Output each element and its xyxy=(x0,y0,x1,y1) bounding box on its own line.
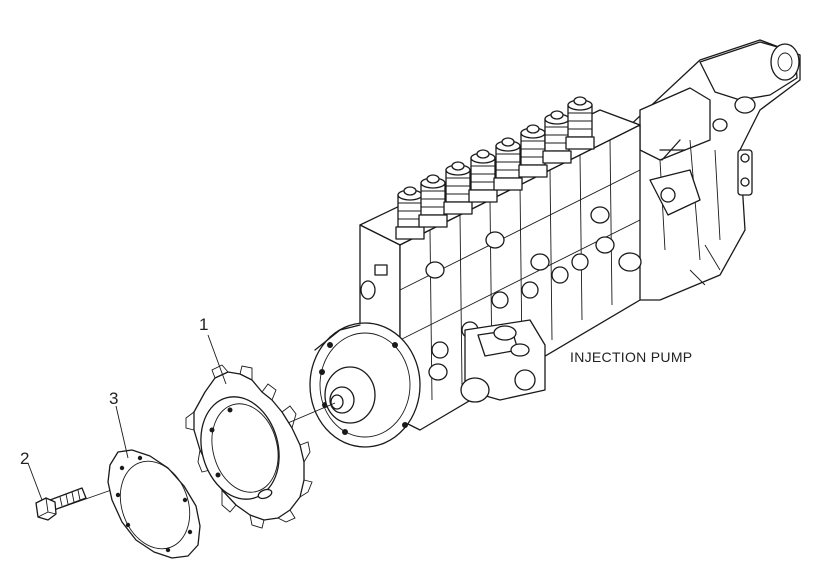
governor-housing xyxy=(624,39,801,301)
mounting-flange xyxy=(309,322,421,448)
delivery-valve xyxy=(443,161,473,215)
gasket-part xyxy=(107,449,201,559)
delivery-valve xyxy=(418,174,448,228)
callout-3-leader xyxy=(115,405,129,459)
callout-2-number: 2 xyxy=(20,449,29,468)
delivery-valve xyxy=(493,137,523,191)
callout-3-number: 3 xyxy=(109,389,118,408)
delivery-valve xyxy=(542,110,572,164)
bolt-part xyxy=(35,487,87,521)
callout-1-leader xyxy=(207,334,227,385)
callout-1-number: 1 xyxy=(199,315,208,334)
injection-pump-assembly xyxy=(309,39,801,448)
callout-2-leader xyxy=(27,462,43,501)
delivery-valve xyxy=(565,96,595,150)
delivery-valve xyxy=(468,149,498,203)
injection-pump-caption: INJECTION PUMP xyxy=(570,349,692,365)
delivery-valve xyxy=(518,124,548,178)
delivery-valve-holders xyxy=(395,96,595,240)
delivery-valve xyxy=(395,186,425,240)
gear-part xyxy=(185,364,313,529)
